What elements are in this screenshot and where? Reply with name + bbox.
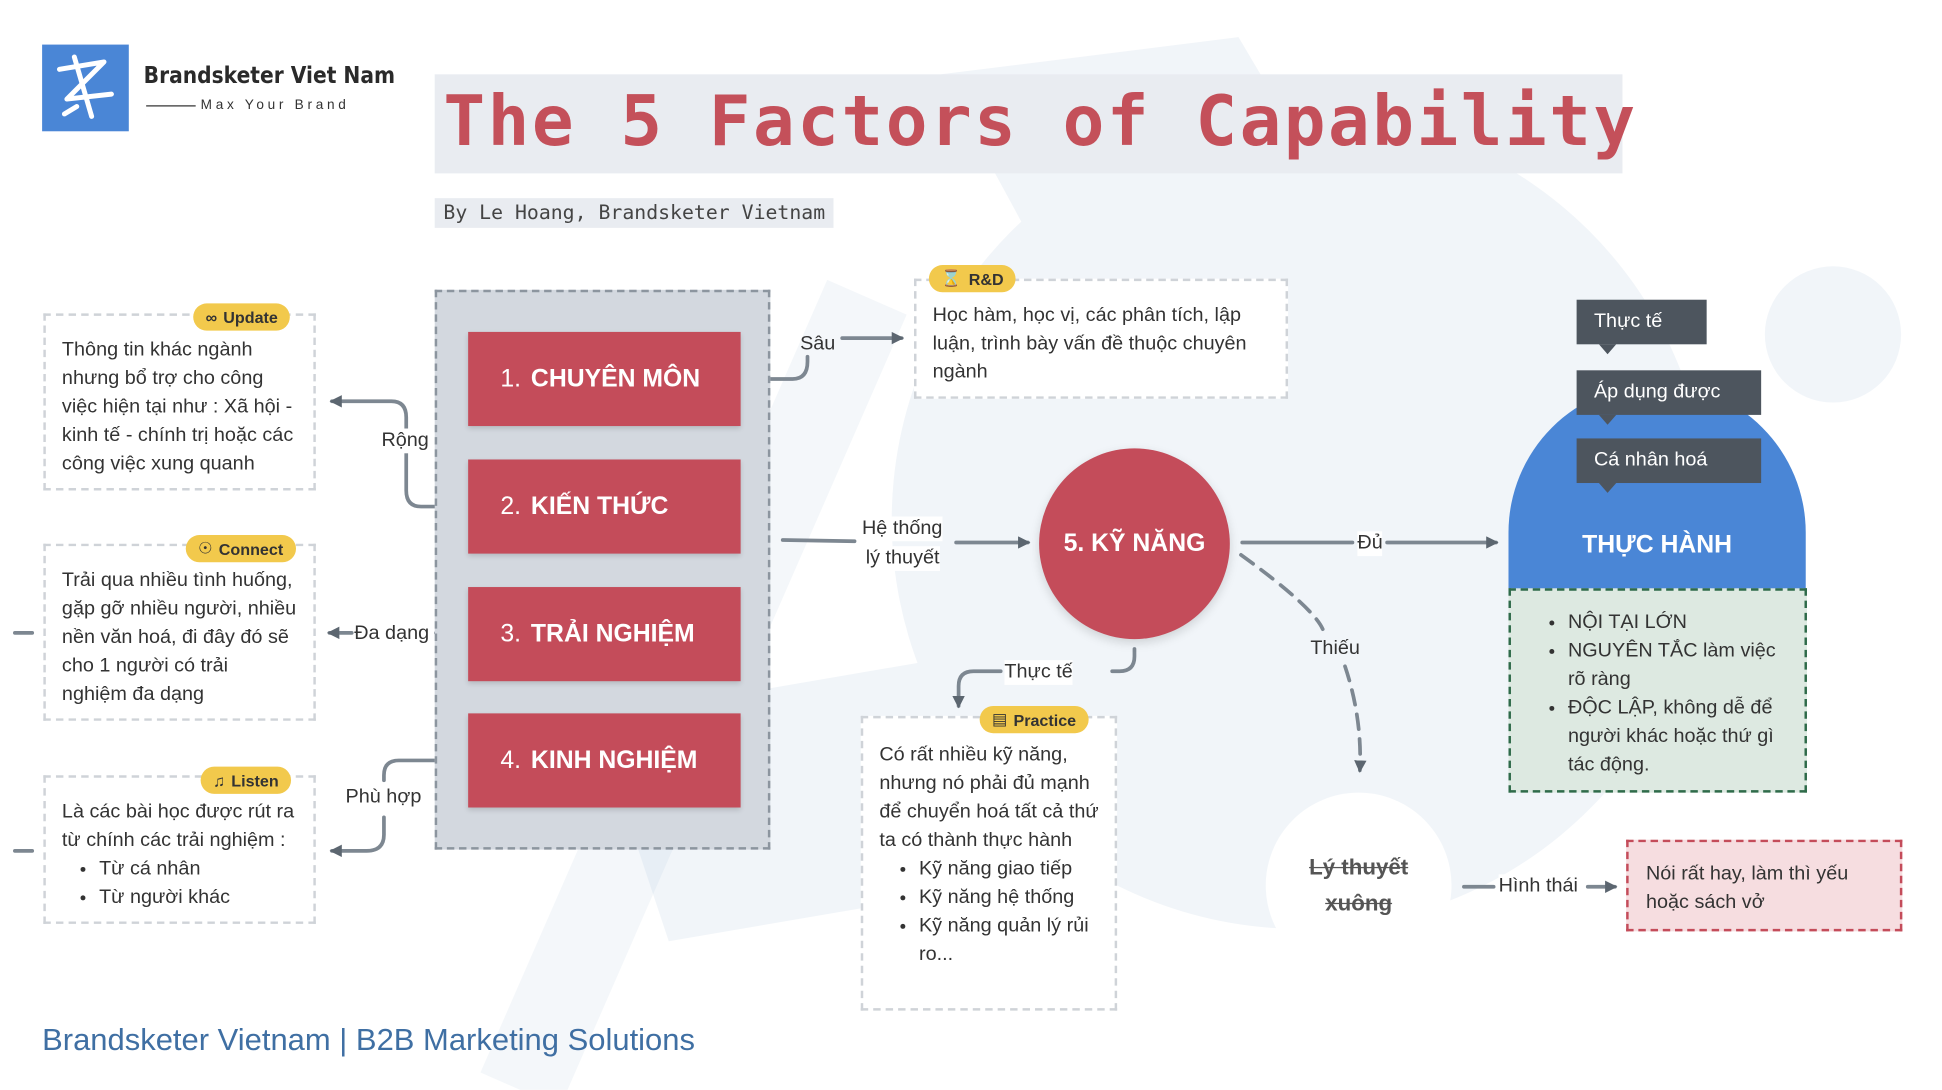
edge-sau bbox=[748, 354, 810, 381]
byline: By Le Hoang, Brandsketer Vietnam bbox=[434, 198, 834, 228]
label-hinh-thai: Hình thái bbox=[1498, 874, 1578, 900]
pink-box: Nói rất hay, làm thì yếu hoặc sách vở bbox=[1626, 839, 1903, 932]
practice-badge: ▤ Practice bbox=[979, 705, 1089, 734]
book-icon: ▤ bbox=[992, 709, 1008, 729]
update-badge-label: Update bbox=[223, 307, 278, 327]
list-item: NGUYÊN TẮC làm việc rõ ràng bbox=[1568, 637, 1795, 694]
brand-logo bbox=[42, 44, 129, 132]
connect-box: Trải qua nhiều tình huống, gặp gỡ nhiều … bbox=[43, 543, 316, 721]
practice-list: Kỹ năng giao tiếp Kỹ năng hệ thống Kỹ nă… bbox=[879, 855, 1099, 969]
label-du: Đủ bbox=[1357, 531, 1383, 557]
list-item: Từ người khác bbox=[99, 883, 298, 911]
label-thuc-te: Thực tế bbox=[1004, 660, 1073, 685]
tip-thuc-te: Thực tế bbox=[1576, 299, 1707, 355]
list-item: NỘI TẠI LỚN bbox=[1568, 608, 1795, 636]
listen-badge: ♫Listen bbox=[200, 766, 292, 794]
ly-thuyet-line1: Lý thuyết bbox=[1309, 854, 1409, 880]
tip-ap-dung: Áp dụng được bbox=[1576, 370, 1762, 425]
skill-circle: 5. KỸ NĂNG bbox=[1039, 448, 1230, 640]
factor-number: 1. bbox=[500, 364, 522, 392]
thuc-hanh-label: THỰC HÀNH bbox=[1582, 531, 1733, 559]
connect-icon: ☉ bbox=[198, 538, 213, 558]
factor-label: CHUYÊN MÔN bbox=[530, 364, 701, 392]
factor-trai-nghiem: 3. TRẢI NGHIỆM bbox=[468, 587, 741, 682]
listen-box: Là các bài học được rút ra từ chính các … bbox=[43, 775, 316, 924]
rd-text: Học hàm, học vị, các phân tích, lập luận… bbox=[932, 304, 1247, 383]
list-item: ĐỘC LẬP, không dễ để người khác hoặc thứ… bbox=[1568, 694, 1795, 779]
headphones-icon: ♫ bbox=[213, 770, 226, 790]
link-icon: ∞ bbox=[205, 307, 218, 327]
connect-text: Trải qua nhiều tình huống, gặp gỡ nhiều … bbox=[61, 569, 297, 705]
factor-kien-thuc: 2. KIẾN THỨC bbox=[468, 459, 741, 554]
label-he-thong-1: Hệ thống bbox=[861, 516, 943, 542]
listen-text: Là các bài học được rút ra từ chính các … bbox=[61, 801, 295, 851]
factor-kinh-nghiem: 4. KINH NGHIỆM bbox=[468, 713, 741, 808]
rd-badge-label: R&D bbox=[968, 269, 1004, 288]
edge-thieu-b bbox=[1343, 664, 1367, 773]
update-badge: ∞Update bbox=[193, 303, 291, 331]
listen-list: Từ cá nhân Từ người khác bbox=[62, 855, 299, 912]
footer: Brandsketer Vietnam | B2B Marketing Solu… bbox=[42, 1023, 695, 1058]
practice-badge-label: Practice bbox=[1013, 710, 1077, 729]
update-box: Thông tin khác ngành nhưng bổ trợ cho cô… bbox=[43, 313, 316, 491]
label-rong: Rộng bbox=[381, 428, 429, 454]
thuc-hanh-traits: NỘI TẠI LỚN NGUYÊN TẮC làm việc rõ ràng … bbox=[1508, 588, 1807, 793]
list-item: Từ cá nhân bbox=[99, 855, 298, 883]
label-da-dang: Đa dạng bbox=[354, 621, 430, 647]
factor-label: KIẾN THỨC bbox=[530, 492, 669, 520]
pencil-logo-icon bbox=[56, 54, 114, 119]
factor-number: 2. bbox=[500, 492, 522, 520]
ly-thuyet-line2: xuông bbox=[1325, 890, 1393, 916]
list-item: Kỹ năng hệ thống bbox=[919, 883, 1100, 911]
ly-thuyet-circle: Lý thuyết xuông bbox=[1265, 792, 1452, 979]
factor-number: 3. bbox=[500, 619, 522, 648]
page-title: The 5 Factors of Capability bbox=[443, 81, 1638, 163]
label-sau: Sâu bbox=[800, 333, 836, 355]
factor-label: TRẢI NGHIỆM bbox=[530, 619, 695, 648]
connect-badge-label: Connect bbox=[218, 539, 284, 558]
update-text: Thông tin khác ngành nhưng bổ trợ cho cô… bbox=[61, 339, 294, 475]
brand-tagline: Max Your Brand bbox=[200, 97, 350, 113]
factor-label: KINH NGHIỆM bbox=[530, 746, 698, 774]
connect-badge: ☉ Connect bbox=[185, 535, 296, 563]
rd-badge: ⌛ R&D bbox=[928, 265, 1017, 293]
factor-chuyen-mon: 1. CHUYÊN MÔN bbox=[468, 331, 741, 427]
edge-thieu-a bbox=[1239, 552, 1325, 632]
label-thieu: Thiếu bbox=[1310, 637, 1360, 659]
edge-thuc-te bbox=[952, 669, 1003, 709]
factor-number: 4. bbox=[500, 746, 522, 774]
list-item: Kỹ năng quản lý rủi ro... bbox=[919, 912, 1100, 969]
title-background bbox=[434, 74, 1623, 174]
label-he-thong-2: lý thuyết bbox=[865, 546, 940, 571]
list-item: Kỹ năng giao tiếp bbox=[919, 855, 1100, 883]
hourglass-icon: ⌛ bbox=[941, 268, 962, 288]
label-phu-hop: Phù hợp bbox=[345, 785, 422, 810]
brand-divider bbox=[146, 105, 196, 107]
edge-phu-hop bbox=[329, 815, 386, 858]
listen-badge-label: Listen bbox=[231, 770, 279, 790]
practice-text: Có rất nhiều kỹ năng, nhưng nó phải đủ m… bbox=[879, 744, 1099, 851]
rd-box: Học hàm, học vị, các phân tích, lập luận… bbox=[914, 278, 1289, 399]
tip-ca-nhan-hoa: Cá nhân hoá bbox=[1576, 438, 1762, 493]
pink-text: Nói rất hay, làm thì yếu hoặc sách vở bbox=[1645, 863, 1849, 913]
brand-name: Brandsketer Viet Nam bbox=[143, 61, 396, 90]
edge-rong bbox=[329, 395, 461, 509]
practice-box: Có rất nhiều kỹ năng, nhưng nó phải đủ m… bbox=[860, 715, 1118, 1011]
